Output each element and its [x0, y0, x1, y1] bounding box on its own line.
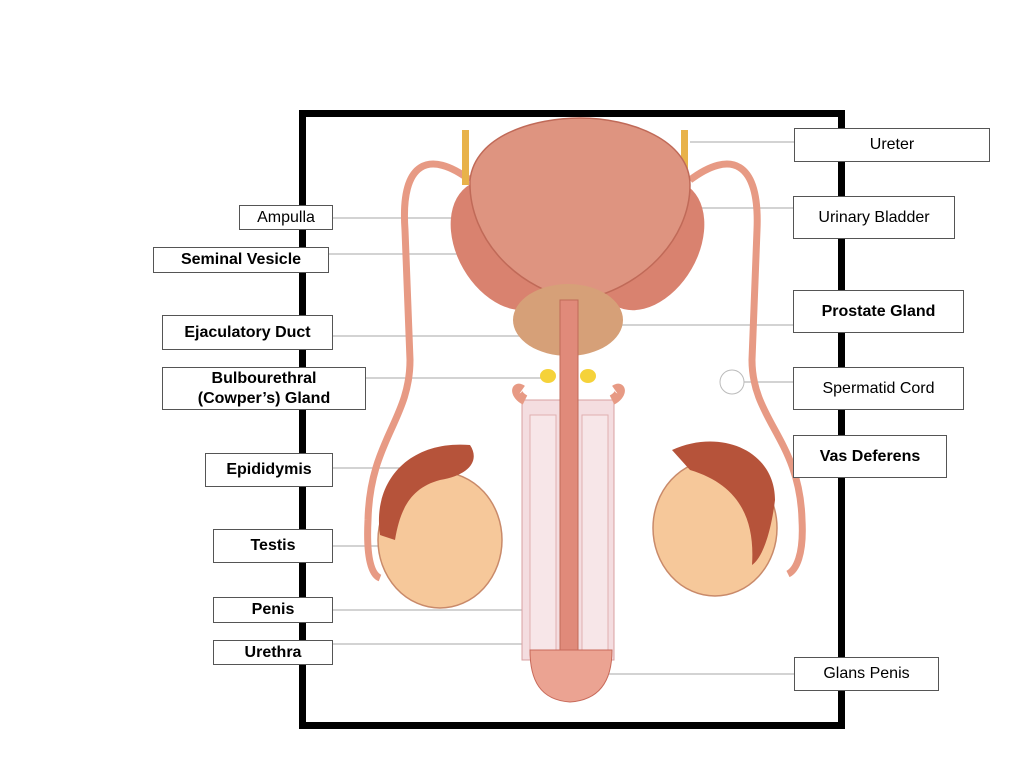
- glans-penis: [529, 649, 613, 703]
- label-ejaculatory-duct: Ejaculatory Duct: [162, 315, 333, 350]
- urinary-bladder: [469, 117, 691, 301]
- ureter-left: [462, 130, 469, 185]
- label-testis: Testis: [213, 529, 333, 563]
- vas-deferens-left: [364, 160, 473, 582]
- epididymis-left: [378, 444, 474, 540]
- urethra-tube: [559, 299, 579, 691]
- label-glans-penis: Glans Penis: [794, 657, 939, 691]
- label-prostate-gland: Prostate Gland: [793, 290, 964, 333]
- ureter-right: [681, 130, 688, 185]
- spermatid-cord-marker: [719, 369, 745, 395]
- bulbourethral-gland-right: [580, 369, 596, 383]
- label-spermatid-cord: Spermatid Cord: [793, 367, 964, 410]
- label-seminal-vesicle: Seminal Vesicle: [153, 247, 329, 273]
- bulbourethral-gland-left: [540, 369, 556, 383]
- epididymis-right: [672, 441, 775, 565]
- label-bulbourethral-line1: Bulbourethral: [211, 369, 317, 387]
- label-ampulla: Ampulla: [239, 205, 333, 230]
- label-urethra: Urethra: [213, 640, 333, 665]
- label-bulbourethral-line2: (Cowper’s) Gland: [197, 389, 331, 407]
- crura-left: [512, 383, 528, 405]
- label-urinary-bladder: Urinary Bladder: [793, 196, 955, 239]
- label-penis: Penis: [213, 597, 333, 623]
- corpus-right: [581, 414, 609, 656]
- label-bulbourethral-gland: Bulbourethral (Cowper’s) Gland: [162, 367, 366, 410]
- crura-right: [609, 383, 625, 405]
- label-epididymis: Epididymis: [205, 453, 333, 487]
- label-vas-deferens: Vas Deferens: [793, 435, 947, 478]
- label-ureter: Ureter: [794, 128, 990, 162]
- corpus-left: [529, 414, 557, 656]
- vas-deferens-right: [687, 160, 806, 578]
